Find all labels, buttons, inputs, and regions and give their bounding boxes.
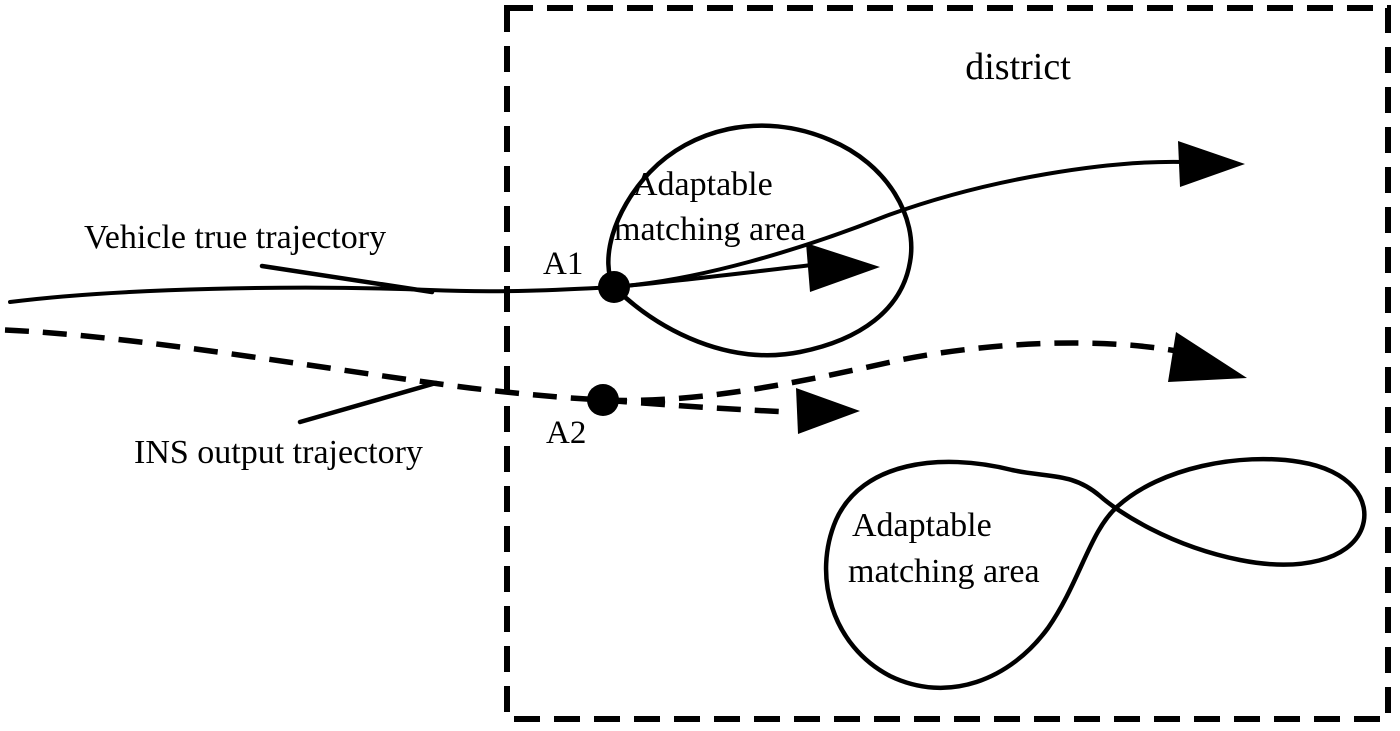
vehicle-true-trajectory-arrowhead	[1178, 141, 1245, 187]
node-a1-dot	[598, 271, 630, 303]
node-a1-label: A1	[543, 246, 583, 282]
a1-branch-arrowhead	[806, 243, 880, 292]
ins-output-trajectory-arrowhead	[1168, 332, 1247, 382]
vehicle-true-trajectory-left-segment	[8, 285, 616, 304]
upper-adaptable-area-label-line1: Adaptable	[633, 166, 773, 203]
upper-adaptable-area-label-line2: matching area	[614, 211, 806, 248]
upper-adaptable-matching-area-outline	[606, 123, 914, 358]
ins-output-trajectory-right-segment	[602, 340, 1183, 404]
district-boundary-rect	[504, 5, 1391, 722]
lower-adaptable-area-label-line2: matching area	[848, 553, 1040, 590]
node-a2-label: A2	[546, 415, 586, 451]
ins-output-trajectory-leader-line	[297, 380, 439, 425]
lower-adaptable-area-label-line1: Adaptable	[852, 507, 992, 544]
a1-branch-line	[612, 263, 814, 289]
a2-branch-line	[602, 397, 793, 415]
ins-output-trajectory-left-segment	[4, 327, 604, 403]
ins-output-trajectory-label: INS output trajectory	[134, 434, 423, 471]
vehicle-true-trajectory-right-segment	[612, 159, 1188, 289]
node-a2-dot	[587, 384, 619, 416]
lower-adaptable-matching-area-outline	[823, 456, 1367, 691]
vehicle-true-trajectory-leader-line	[259, 263, 435, 295]
vehicle-true-trajectory-label: Vehicle true trajectory	[84, 219, 386, 256]
district-label: district	[965, 46, 1071, 88]
a2-branch-arrowhead	[796, 388, 860, 434]
